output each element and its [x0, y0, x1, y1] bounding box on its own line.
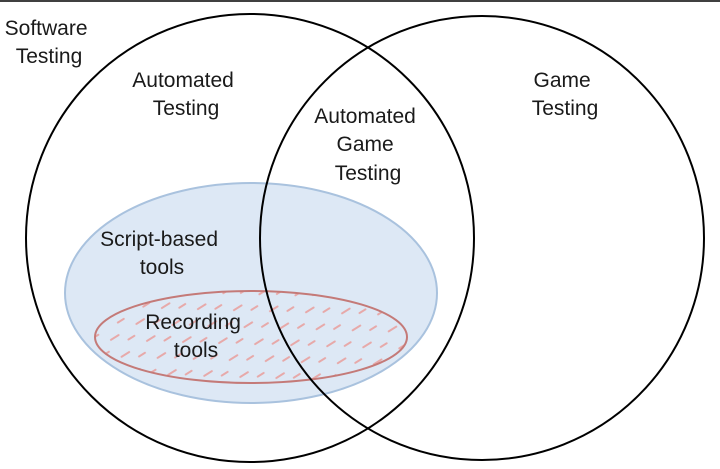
automated-testing-circle — [25, 13, 475, 463]
game-testing-label-line-1: Game — [533, 69, 590, 92]
recording-tools-label-line-1: Recording — [145, 311, 241, 334]
game-testing-circle — [259, 15, 705, 461]
automated-game-testing-label: Automated Game Testing — [314, 105, 421, 185]
script-based-tools-label-line-1: Script-based — [100, 228, 218, 251]
recording-tools-ellipse — [94, 290, 408, 384]
automated-testing-label-line-2: Testing — [153, 97, 220, 120]
game-testing-label-line-2: Testing — [532, 97, 599, 120]
automated-game-testing-label-line-1: Automated — [314, 105, 416, 128]
recording-tools-label-line-2: tools — [174, 339, 218, 362]
automated-game-testing-label-line-3: Testing — [335, 162, 402, 185]
recording-tools-label: Recording tools — [145, 311, 247, 362]
script-based-tools-label: Script-based tools — [100, 228, 224, 279]
automated-testing-label: Automated Testing — [132, 69, 239, 120]
game-testing-label: Game Testing — [532, 69, 599, 120]
automated-game-testing-label-line-2: Game — [336, 133, 393, 156]
software-testing-label-line-2: Testing — [16, 45, 83, 68]
automated-testing-label-line-1: Automated — [132, 69, 234, 92]
software-testing-label: Software Testing — [5, 17, 94, 68]
software-testing-label-line-1: Software — [5, 17, 88, 40]
script-based-tools-label-line-2: tools — [140, 256, 184, 279]
